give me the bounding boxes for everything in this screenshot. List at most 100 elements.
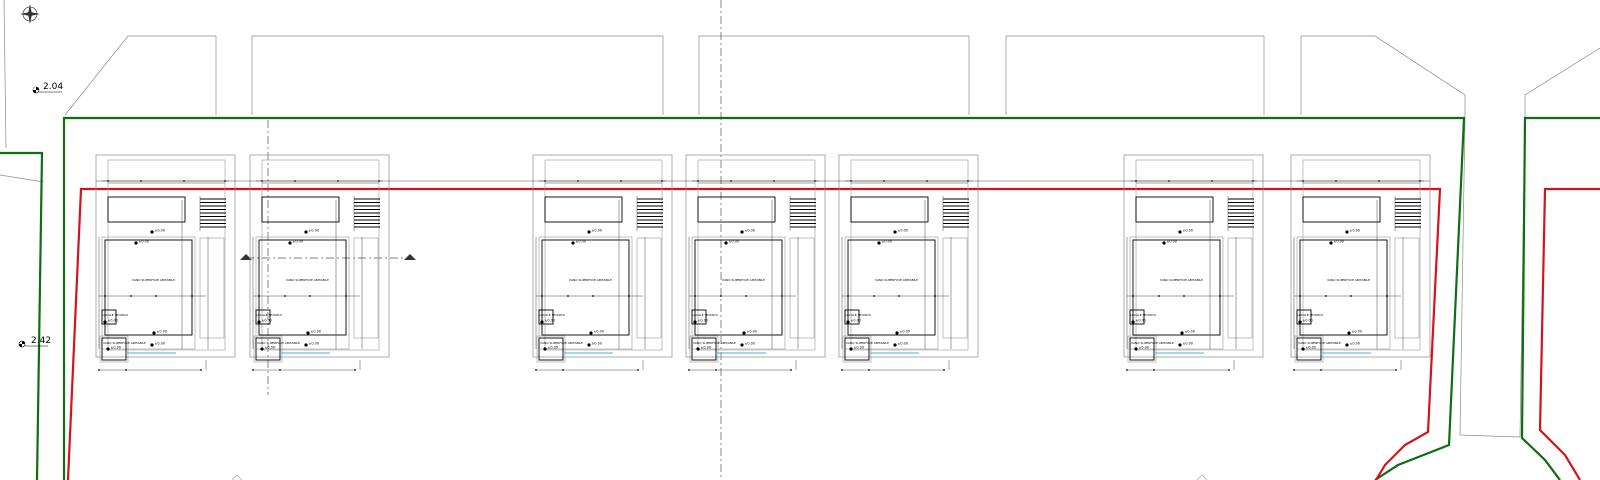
unit-lot-outline: [1123, 154, 1264, 358]
level-value-f0: ±0.00: [108, 319, 118, 323]
level-value-a5: ±0.00: [1183, 229, 1193, 233]
neighbouring-lots: [0, 0, 1600, 438]
staircase: [942, 196, 969, 231]
staircase: [1394, 196, 1421, 231]
room-label-main: VANO SUPERFICIE ABITABILE: [132, 278, 175, 282]
room-label-service: LOCALE TECNICO: [102, 313, 129, 317]
level-value-d4: ±0.00: [900, 330, 910, 334]
technical-room: [255, 309, 271, 325]
level-value-f4: ±0.00: [851, 319, 861, 323]
level-marker-icon: [152, 331, 156, 335]
room-label-small: VANO SUPERFICIE ABITABILE: [846, 341, 889, 345]
level-value-c3: ±0.00: [701, 346, 711, 350]
level-value-e4: ±0.00: [898, 342, 908, 346]
level-marker-icon: [106, 347, 110, 351]
level-value-c5: ±0.00: [1139, 346, 1149, 350]
room-label-service: LOCALE TECNICO: [1130, 313, 1157, 317]
unit-lot-outline: [838, 154, 979, 358]
level-marker-icon: [589, 331, 593, 335]
level-value-e6: ±0.00: [1350, 342, 1360, 346]
bottom-marker-1: [231, 474, 243, 480]
main-house: [1132, 239, 1221, 336]
level-marker-icon: [693, 320, 697, 324]
level-value-a4: ±0.00: [898, 229, 908, 233]
level-marker-icon: [895, 331, 899, 335]
level-marker-icon: [1178, 343, 1182, 347]
level-marker-icon: [846, 320, 850, 324]
main-house: [1299, 239, 1388, 336]
level-marker-icon: [304, 343, 308, 347]
room-label-main: VANO SUPERFICIE ABITABILE: [286, 278, 329, 282]
level-marker-icon: [1329, 241, 1333, 245]
level-value-d5: ±0.00: [1185, 330, 1195, 334]
level-marker-icon: [257, 320, 261, 324]
room-label-service: LOCALE TECNICO: [845, 313, 872, 317]
annex-room: [1129, 337, 1155, 361]
staircase: [1227, 196, 1254, 231]
room-label-main: VANO SUPERFICIE ABITABILE: [722, 278, 765, 282]
room-label-small: VANO SUPERFICIE ABITABILE: [103, 341, 146, 345]
level-marker-icon: [134, 241, 138, 245]
level-marker-icon: [893, 343, 897, 347]
level-marker-icon: [587, 230, 591, 234]
level-value-a3: ±0.00: [745, 229, 755, 233]
level-value-a2: ±0.00: [592, 229, 602, 233]
north-arrow-icon: [20, 4, 40, 24]
technical-room: [1296, 309, 1312, 325]
room-label-service: LOCALE TECNICO: [692, 313, 719, 317]
main-house: [694, 239, 783, 336]
room-label-main: VANO SUPERFICIE ABITABILE: [1327, 278, 1370, 282]
level-value-a1: ±0.00: [309, 229, 319, 233]
level-value-e0: ±0.00: [155, 342, 165, 346]
level-marker-icon: [587, 343, 591, 347]
level-value-d1: ±0.00: [311, 330, 321, 334]
level-value-f1: ±0.00: [262, 319, 272, 323]
room-label-service: LOCALE TECNICO: [256, 313, 283, 317]
level-value-b6: ±0.00: [1334, 240, 1344, 244]
room-label-small: VANO SUPERFICIE ABITABILE: [693, 341, 736, 345]
upper-volume: [1302, 196, 1381, 223]
room-label-main: VANO SUPERFICIE ABITABILE: [875, 278, 918, 282]
level-value-d3: ±0.00: [747, 330, 757, 334]
elevation-label-1: 2.04: [43, 82, 63, 92]
level-value-f2: ±0.00: [545, 319, 555, 323]
level-value-c4: ±0.00: [854, 346, 864, 350]
level-marker-icon: [1178, 230, 1182, 234]
staircase: [353, 196, 380, 231]
level-marker-icon: [893, 230, 897, 234]
technical-room: [1129, 309, 1145, 325]
level-marker-icon: [877, 241, 881, 245]
technical-room: [844, 309, 860, 325]
level-value-d0: ±0.00: [157, 330, 167, 334]
upper-volume: [107, 196, 186, 223]
room-label-main: VANO SUPERFICIE ABITABILE: [569, 278, 612, 282]
main-house: [847, 239, 936, 336]
upper-volume: [697, 196, 776, 223]
level-marker-icon: [1134, 347, 1138, 351]
level-marker-icon: [103, 320, 107, 324]
annex-room: [844, 337, 870, 361]
level-value-f6: ±0.00: [1303, 319, 1313, 323]
level-marker-icon: [1162, 241, 1166, 245]
upper-volume: [850, 196, 929, 223]
annex-room: [1296, 337, 1322, 361]
housing-unit-4: VANO SUPERFICIE ABITABILE±0.00±0.00LOCAL…: [685, 154, 826, 371]
room-label-main: VANO SUPERFICIE ABITABILE: [1160, 278, 1203, 282]
staircase: [199, 196, 226, 231]
bottom-marker-2: [1196, 474, 1208, 480]
unit-lot-outline: [685, 154, 826, 358]
technical-room: [101, 309, 117, 325]
level-marker-icon: [724, 241, 728, 245]
level-marker-icon: [1131, 320, 1135, 324]
unit-lot-outline: [1290, 154, 1431, 358]
housing-unit-7: VANO SUPERFICIE ABITABILE±0.00±0.00LOCAL…: [1290, 154, 1431, 371]
level-marker-icon: [1180, 331, 1184, 335]
level-marker-icon: [540, 320, 544, 324]
annex-room: [101, 337, 127, 361]
housing-unit-1: VANO SUPERFICIE ABITABILE ±0.00 ±0.00 LOCAL…: [95, 154, 236, 371]
level-value-d2: ±0.00: [594, 330, 604, 334]
elevation-marker-1: 2.04: [32, 82, 63, 94]
upper-volume: [261, 196, 340, 223]
staircase: [636, 196, 663, 231]
